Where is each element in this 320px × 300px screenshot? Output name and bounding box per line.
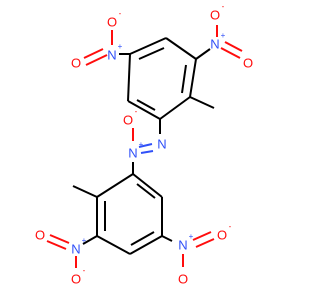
bond <box>82 235 98 245</box>
bond <box>224 41 243 52</box>
bond-double-inner <box>181 64 187 94</box>
negative-charge: - <box>119 9 122 18</box>
bond <box>195 238 215 248</box>
bond-double-inner <box>136 183 156 199</box>
nitro-group-bottom-left: N + O O - <box>35 228 98 287</box>
bond-double-inner <box>138 47 165 60</box>
bottom-benzene-ring <box>96 173 163 255</box>
oxygen-atom: O <box>35 228 45 243</box>
oxygen-atom: O <box>178 272 188 287</box>
bond <box>159 96 191 120</box>
positive-charge: + <box>82 236 87 245</box>
structure-diagram: N + O O - N + O - O N N + O - <box>35 2 253 287</box>
nitrogen-atom: N <box>107 48 116 63</box>
bond <box>129 37 167 55</box>
bond <box>140 150 154 154</box>
negative-charge: - <box>83 266 86 275</box>
nitrogen-atom: N <box>157 137 166 152</box>
positive-charge: + <box>118 42 123 51</box>
positive-charge: + <box>221 31 226 40</box>
oxygen-atom: O <box>217 228 227 243</box>
bond <box>220 47 241 59</box>
oxygen-atom: O <box>243 56 253 71</box>
nitro-group-top-left: N + O O - <box>71 9 130 71</box>
bond <box>129 235 163 255</box>
bond <box>96 235 131 255</box>
bond <box>49 234 70 244</box>
positive-charge: + <box>189 232 194 241</box>
nitrogen-atom: N <box>128 146 137 161</box>
oxygen-atom: O <box>210 8 220 23</box>
bond <box>195 48 211 60</box>
bond <box>138 143 153 148</box>
oxygen-atom: O <box>71 272 81 287</box>
bond <box>189 58 197 98</box>
bond <box>165 37 197 60</box>
bond <box>83 48 104 59</box>
negative-charge: - <box>222 2 225 11</box>
oxygen-atom: O <box>71 56 81 71</box>
bond <box>127 53 131 102</box>
positive-charge: + <box>139 140 144 149</box>
top-benzene-ring <box>127 37 197 120</box>
nitrogen-atom: N <box>71 242 80 257</box>
bond <box>127 100 161 120</box>
nitrogen-atom: N <box>178 238 187 253</box>
bond-double-inner <box>136 99 156 111</box>
negative-charge: - <box>229 222 232 231</box>
nitro-group-bottom-right: N + O - O <box>161 222 232 287</box>
negative-charge: - <box>135 107 138 116</box>
azoxy-linkage: N N + O - <box>123 107 167 174</box>
nitro-group-top-right: N + O - O <box>195 2 253 71</box>
bond <box>132 173 163 198</box>
methyl-bond-bottom <box>72 185 98 198</box>
bond <box>96 173 134 198</box>
nitrogen-atom: N <box>210 37 219 52</box>
oxygen-atom: O <box>107 15 117 30</box>
oxygen-atom: O <box>123 113 133 128</box>
methyl-bond-top <box>189 96 215 109</box>
bond-double-inner <box>130 231 155 246</box>
bond <box>46 240 67 250</box>
bond <box>85 54 108 66</box>
bond <box>192 231 212 241</box>
bond <box>161 235 173 242</box>
